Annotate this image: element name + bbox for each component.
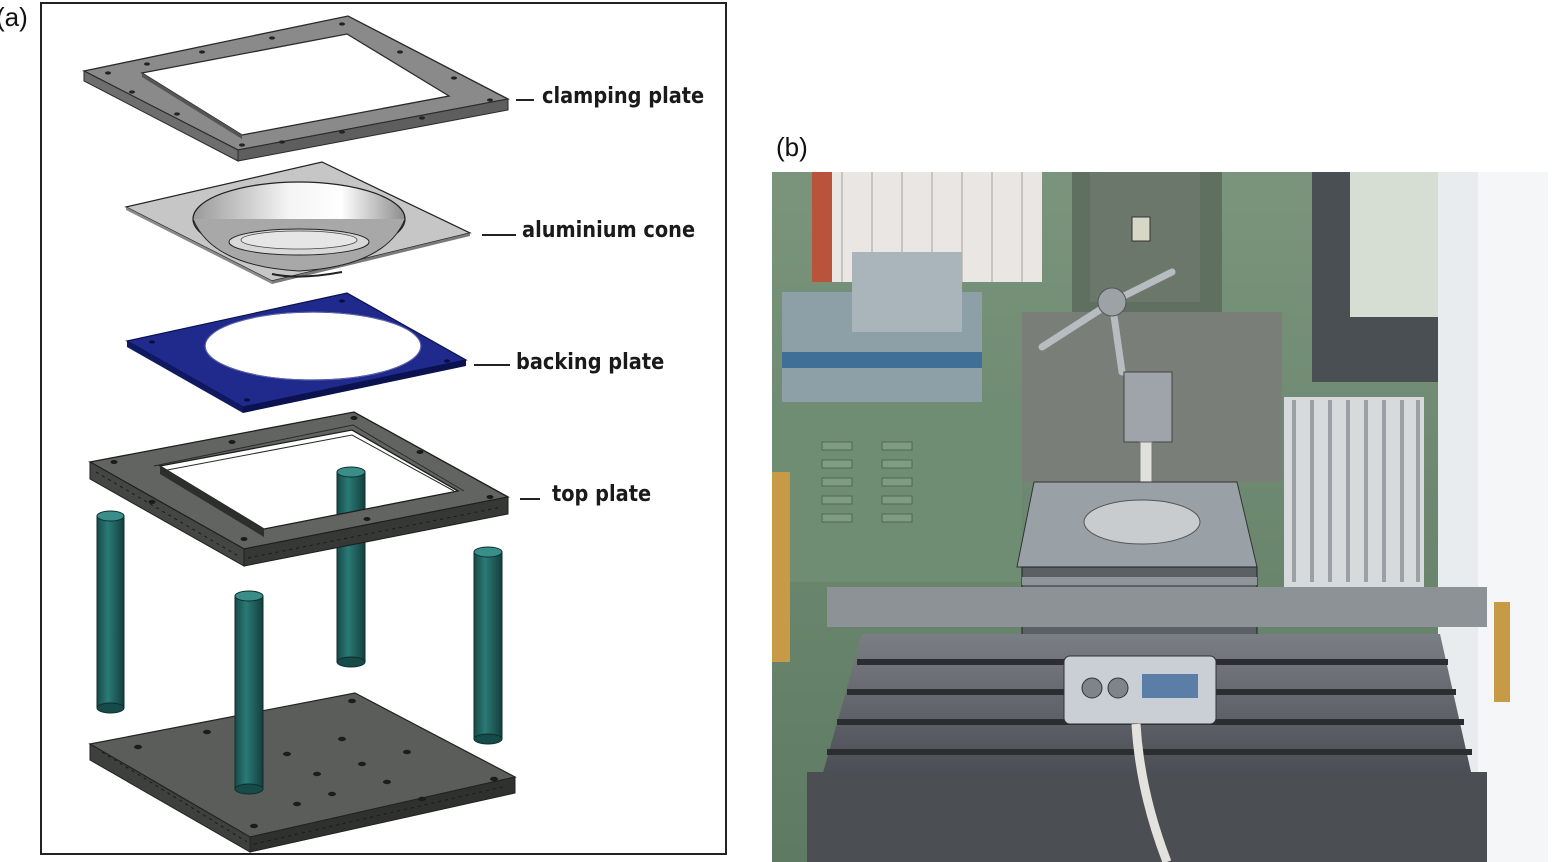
press-chuck [1123, 371, 1173, 443]
column-left [96, 510, 125, 714]
exploded-assembly-drawing [82, 15, 540, 853]
leader-lines [474, 99, 540, 500]
radiator [1284, 397, 1424, 587]
support-columns [96, 466, 503, 795]
label-top-plate: top plate [552, 482, 652, 507]
red-curtain [812, 172, 832, 282]
table-rail [827, 587, 1487, 627]
backing-plate [125, 292, 468, 413]
label-backing-plate: backing plate [516, 350, 665, 375]
top-plate [88, 411, 510, 567]
base-plate [88, 692, 517, 853]
setup-photo-illustration [772, 172, 1548, 862]
panel-b-letter: (b) [776, 132, 808, 162]
clamping-plate [82, 15, 510, 162]
label-aluminium-cone: aluminium cone [522, 218, 696, 243]
safety-guard-left [772, 472, 790, 662]
column-front [234, 590, 264, 795]
force-sensor [1063, 655, 1217, 862]
aluminium-cone [124, 161, 472, 284]
experimental-setup-photo [772, 172, 1548, 862]
label-clamping-plate: clamping plate [542, 84, 705, 109]
panel-a-letter: (a) [0, 2, 28, 32]
column-back [336, 466, 366, 668]
sensor-cable [1131, 723, 1172, 862]
exploded-assembly-panel: clamping plate aluminium cone backing pl… [40, 2, 727, 855]
column-right [473, 546, 503, 745]
window-pane-right [1350, 172, 1442, 317]
safety-guard-right [1494, 602, 1510, 702]
machine-cabinet [772, 402, 1022, 582]
